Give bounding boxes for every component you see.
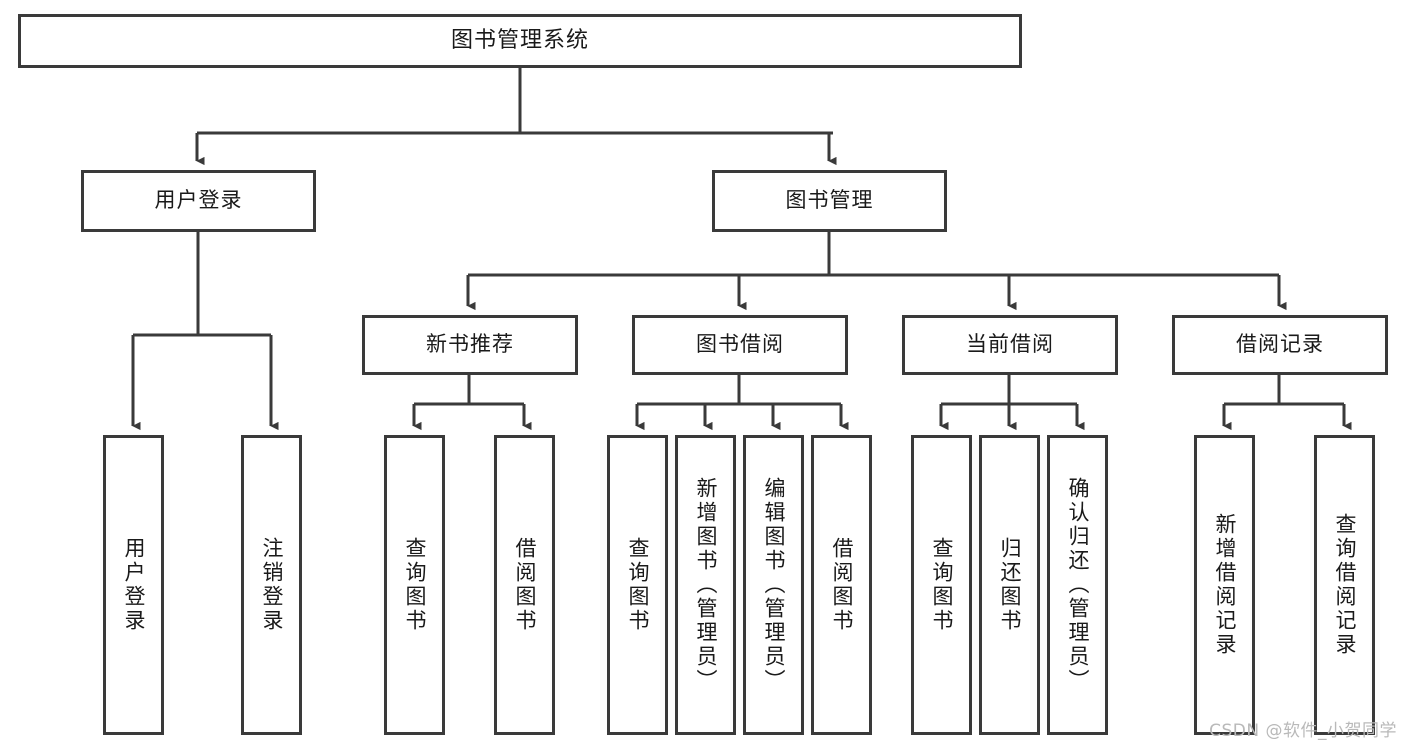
node-label: 注销登录 [259,537,284,633]
leaf-confirm-return[interactable]: 确认归还（管理员） [1047,435,1108,735]
node-label: 确认归还（管理员） [1065,477,1090,693]
node-label: 查询图书 [402,537,427,633]
node-current-borrow[interactable]: 当前借阅 [902,315,1118,375]
node-label: 用户登录 [154,188,243,213]
node-label: 编辑图书（管理员） [761,477,786,693]
leaf-query-book-1[interactable]: 查询图书 [384,435,445,735]
node-label: 图书管理 [785,188,874,213]
node-label: 新增借阅记录 [1212,513,1237,657]
leaf-query-book-2[interactable]: 查询图书 [607,435,668,735]
node-label: 新增图书（管理员） [693,477,718,693]
node-label: 查询借阅记录 [1332,513,1357,657]
leaf-borrow-book-2[interactable]: 借阅图书 [811,435,872,735]
node-borrow-record[interactable]: 借阅记录 [1172,315,1388,375]
leaf-return-book[interactable]: 归还图书 [979,435,1040,735]
leaf-query-borrow-record[interactable]: 查询借阅记录 [1314,435,1375,735]
node-book-borrow[interactable]: 图书借阅 [632,315,848,375]
node-root-book-management-system[interactable]: 图书管理系统 [18,14,1022,68]
node-label: 图书借阅 [696,332,784,357]
node-new-book-recommend[interactable]: 新书推荐 [362,315,578,375]
leaf-user-logout[interactable]: 注销登录 [241,435,302,735]
node-label: 图书管理系统 [450,27,589,53]
node-label: 借阅图书 [512,537,537,633]
node-label: 借阅记录 [1236,332,1324,357]
node-book-management[interactable]: 图书管理 [712,170,947,232]
leaf-add-book[interactable]: 新增图书（管理员） [675,435,736,735]
node-label: 新书推荐 [426,332,514,357]
node-label: 查询图书 [625,537,650,633]
leaf-edit-book[interactable]: 编辑图书（管理员） [743,435,804,735]
leaf-user-login[interactable]: 用户登录 [103,435,164,735]
node-label: 当前借阅 [966,332,1054,357]
leaf-query-book-3[interactable]: 查询图书 [911,435,972,735]
node-label: 查询图书 [929,537,954,633]
watermark-csdn: CSDN @软件_小贺同学 [1209,721,1397,741]
node-user-login[interactable]: 用户登录 [81,170,316,232]
node-label: 用户登录 [121,537,146,633]
leaf-add-borrow-record[interactable]: 新增借阅记录 [1194,435,1255,735]
node-label: 归还图书 [997,537,1022,633]
leaf-borrow-book-1[interactable]: 借阅图书 [494,435,555,735]
node-label: 借阅图书 [829,537,854,633]
